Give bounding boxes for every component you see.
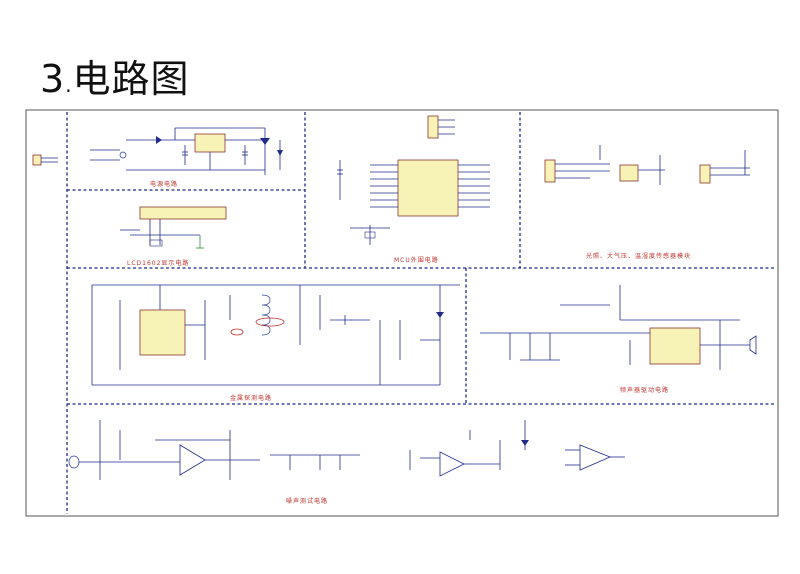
label-sensors: 光照、大气压、温湿度传感器模块 xyxy=(586,252,691,260)
power-supply-circuit xyxy=(90,127,283,175)
lcd-circuit xyxy=(120,206,227,249)
label-lcd: LCD1602显示电路 xyxy=(127,259,189,267)
input-connector xyxy=(32,154,58,166)
title-number: 3 xyxy=(40,57,66,101)
label-metal: 金属探测电路 xyxy=(230,394,272,402)
schematic-frame xyxy=(25,109,779,517)
metal-detector-circuit xyxy=(91,284,460,386)
title-text: 电路图 xyxy=(72,57,190,101)
section-borders xyxy=(66,112,776,514)
title-dot: . xyxy=(65,73,73,97)
label-mcu: MCU外围电路 xyxy=(394,256,439,264)
mcu-circuit xyxy=(337,115,490,245)
label-sound-test: 噪声测试电路 xyxy=(286,497,328,505)
noise-test-circuit xyxy=(68,420,625,480)
label-power: 电源电路 xyxy=(150,180,178,188)
sensor-modules xyxy=(544,145,750,185)
sound-driver-circuit xyxy=(480,285,757,370)
page-title: 3.电路图 xyxy=(40,48,190,103)
label-wave-record: 频声器驱动电路 xyxy=(620,386,669,394)
